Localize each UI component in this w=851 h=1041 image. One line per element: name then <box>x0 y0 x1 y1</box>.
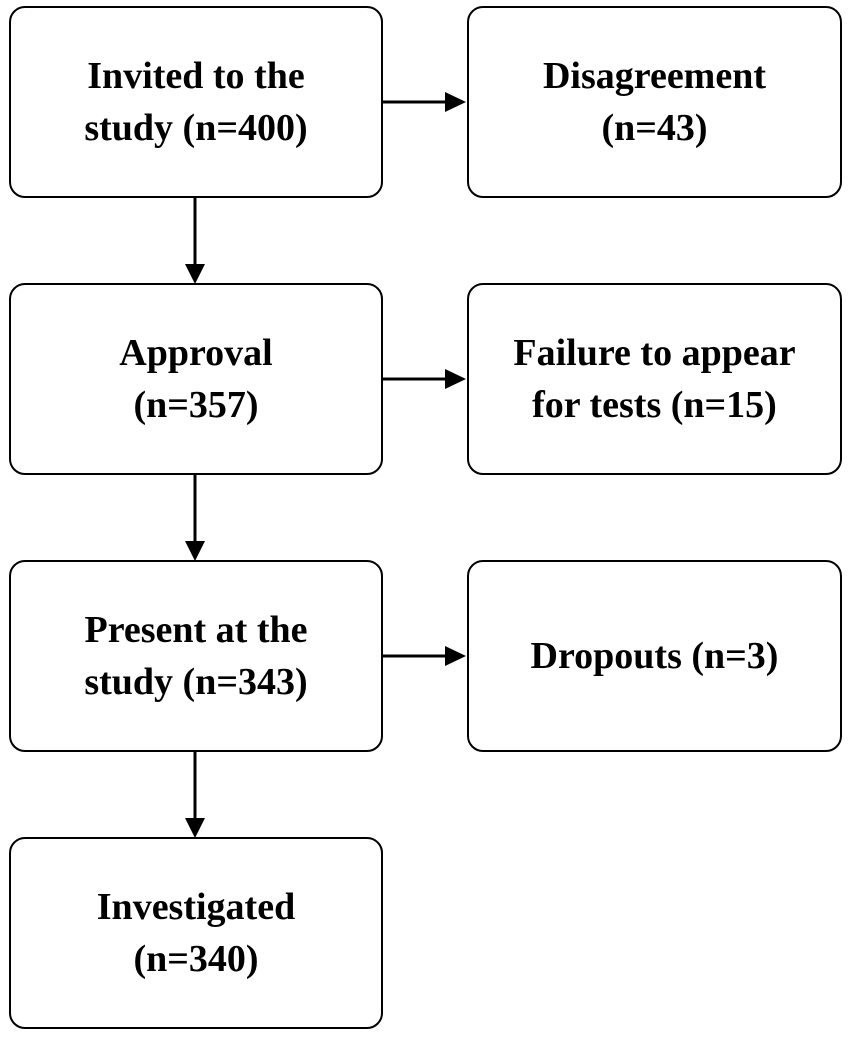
arrowhead-approval-to-failure <box>445 369 466 389</box>
node-failure-to-appear: Failure to appear for tests (n=15) <box>467 283 842 475</box>
node-present-label: Present at the study (n=343) <box>84 609 308 703</box>
arrowhead-present-to-investigated <box>185 818 205 838</box>
node-dropouts-label: Dropouts (n=3) <box>530 635 779 677</box>
node-disagreement-label: Disagreement (n=43) <box>542 55 766 149</box>
node-approval: Approval (n=357) <box>9 283 383 475</box>
node-disagreement: Disagreement (n=43) <box>467 6 842 198</box>
node-approval-label: Approval (n=357) <box>119 332 273 426</box>
node-investigated-label: Investigated (n=340) <box>96 886 296 980</box>
arrowhead-present-to-dropouts <box>445 646 466 666</box>
node-dropouts: Dropouts (n=3) <box>467 560 842 752</box>
node-present: Present at the study (n=343) <box>9 560 383 752</box>
arrowhead-invited-to-approval <box>185 264 205 284</box>
arrowhead-invited-to-disagreement <box>445 92 466 112</box>
node-invited: Invited to the study (n=400) <box>9 6 383 198</box>
node-failure-to-appear-label: Failure to appear for tests (n=15) <box>513 332 796 426</box>
arrowhead-approval-to-present <box>185 541 205 561</box>
node-invited-label: Invited to the study (n=400) <box>84 55 308 149</box>
node-investigated: Investigated (n=340) <box>9 837 383 1029</box>
